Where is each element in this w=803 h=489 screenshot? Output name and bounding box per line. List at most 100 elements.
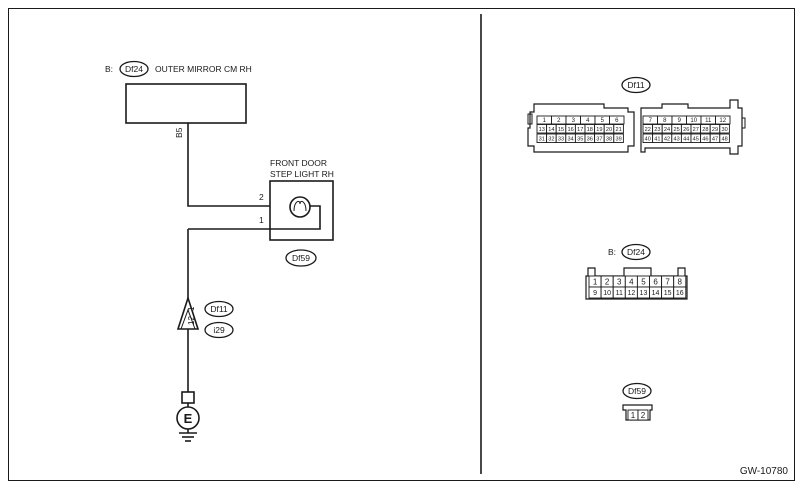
- pin-number: 23: [654, 127, 660, 133]
- pin-number: 37: [596, 136, 602, 142]
- mirror-pin-label: B5: [174, 127, 184, 138]
- pin-number: 2: [605, 277, 610, 286]
- pin-cell: [613, 124, 624, 134]
- pin-number: 1: [631, 411, 636, 420]
- pin-number: 26: [683, 127, 689, 133]
- pin-number: 40: [645, 136, 651, 142]
- pin-number: 1: [543, 118, 547, 124]
- pin-cell: [673, 286, 687, 299]
- mirror-connector-tag: Df24: [125, 64, 143, 74]
- step-light-connector-tag: Df59: [292, 253, 310, 263]
- pin-number: 4: [586, 118, 590, 124]
- pin-number: 45: [693, 136, 699, 142]
- pin-number: 10: [690, 118, 697, 124]
- step-light-label-1: FRONT DOOR: [270, 158, 327, 168]
- step-light-box: [269, 180, 334, 241]
- diagram-frame: [8, 8, 795, 481]
- pin-number: 12: [719, 118, 726, 124]
- pin-number: 5: [601, 118, 605, 124]
- pin-number: 2: [557, 118, 561, 124]
- pin-number: 16: [567, 127, 573, 133]
- pin-number: 14: [652, 290, 660, 297]
- mirror-connector-oval: [119, 60, 149, 78]
- step-light-connector-oval: [285, 249, 317, 267]
- pin-number: 14: [548, 127, 554, 133]
- pin-number: 22: [645, 127, 651, 133]
- lamp-bulb-icon: [289, 196, 311, 218]
- lamp-internal-wire: [188, 205, 321, 230]
- joint-connector-oval-bottom: [204, 321, 234, 339]
- pin-cell: [719, 124, 730, 134]
- df24-oval: [621, 243, 651, 261]
- lamp-filament-icon: [293, 200, 307, 212]
- pin-number: 3: [617, 277, 622, 286]
- pin-number: 28: [702, 127, 708, 133]
- pin-number: 46: [702, 136, 708, 142]
- ground-terminal: [181, 391, 195, 404]
- pin-number: 31: [539, 136, 545, 142]
- pin-number: 41: [654, 136, 660, 142]
- diagram-code: GW-10780: [740, 466, 789, 477]
- pin-number: 47: [712, 136, 718, 142]
- pin-number: 33: [558, 136, 564, 142]
- pin-number: 16: [676, 290, 684, 297]
- pin-number: 25: [673, 127, 679, 133]
- pin-number: 43: [673, 136, 679, 142]
- pin-number: 35: [577, 136, 583, 142]
- pin-cell: [715, 115, 731, 125]
- joint-pin-b: 1: [187, 306, 196, 311]
- pin-number: 8: [663, 118, 667, 124]
- joint-connector-tag-top: Df11: [210, 304, 228, 314]
- pin-cell: [637, 409, 649, 421]
- pin-number: 9: [593, 290, 597, 297]
- pin-number: 42: [664, 136, 670, 142]
- pin-number: 12: [627, 290, 635, 297]
- outer-mirror-module: [125, 83, 247, 124]
- pin-number: 27: [693, 127, 699, 133]
- df11-tag: Df11: [627, 80, 645, 90]
- df59-tag: Df59: [628, 386, 646, 396]
- pin-number: 18: [587, 127, 593, 133]
- pin-cell: [613, 133, 624, 143]
- pin-cell: [719, 133, 730, 143]
- pin-number: 19: [596, 127, 602, 133]
- pin-number: 29: [712, 127, 718, 133]
- step-light-pin-1: 1: [259, 215, 264, 225]
- pin-number: 4: [629, 277, 634, 286]
- pin-number: 32: [548, 136, 554, 142]
- joint-pin-a: 12: [187, 316, 196, 325]
- pin-number: 34: [567, 136, 573, 142]
- pin-number: 5: [641, 277, 646, 286]
- pin-number: 9: [678, 118, 682, 124]
- step-light-pin-2: 2: [259, 192, 264, 202]
- pin-number: 13: [640, 290, 648, 297]
- pin-number: 11: [616, 290, 623, 297]
- pin-number: 38: [606, 136, 612, 142]
- df24-prefix: B:: [608, 247, 616, 257]
- pin-number: 15: [664, 290, 672, 297]
- pin-number: 44: [683, 136, 689, 142]
- joint-connector-inner: [180, 308, 196, 330]
- pin-number: 17: [577, 127, 583, 133]
- pin-number: 48: [721, 136, 727, 142]
- ground-symbol-text: E: [184, 411, 193, 426]
- pin-number: 3: [572, 118, 576, 124]
- pin-number: 13: [539, 127, 545, 133]
- df11-oval: [621, 76, 651, 94]
- pin-number: 8: [678, 277, 683, 286]
- pin-number: 21: [615, 127, 621, 133]
- pin-cell: [609, 115, 625, 125]
- pin-number: 1: [593, 277, 598, 286]
- pin-number: 7: [665, 277, 670, 286]
- pin-number: 11: [705, 118, 712, 124]
- joint-connector-oval-top: [204, 300, 234, 318]
- df24-tag: Df24: [627, 247, 645, 257]
- joint-connector-tag-bottom: i29: [213, 325, 225, 335]
- mirror-prefix: B:: [105, 64, 113, 74]
- pin-number: 39: [615, 136, 621, 142]
- pin-number: 30: [721, 127, 727, 133]
